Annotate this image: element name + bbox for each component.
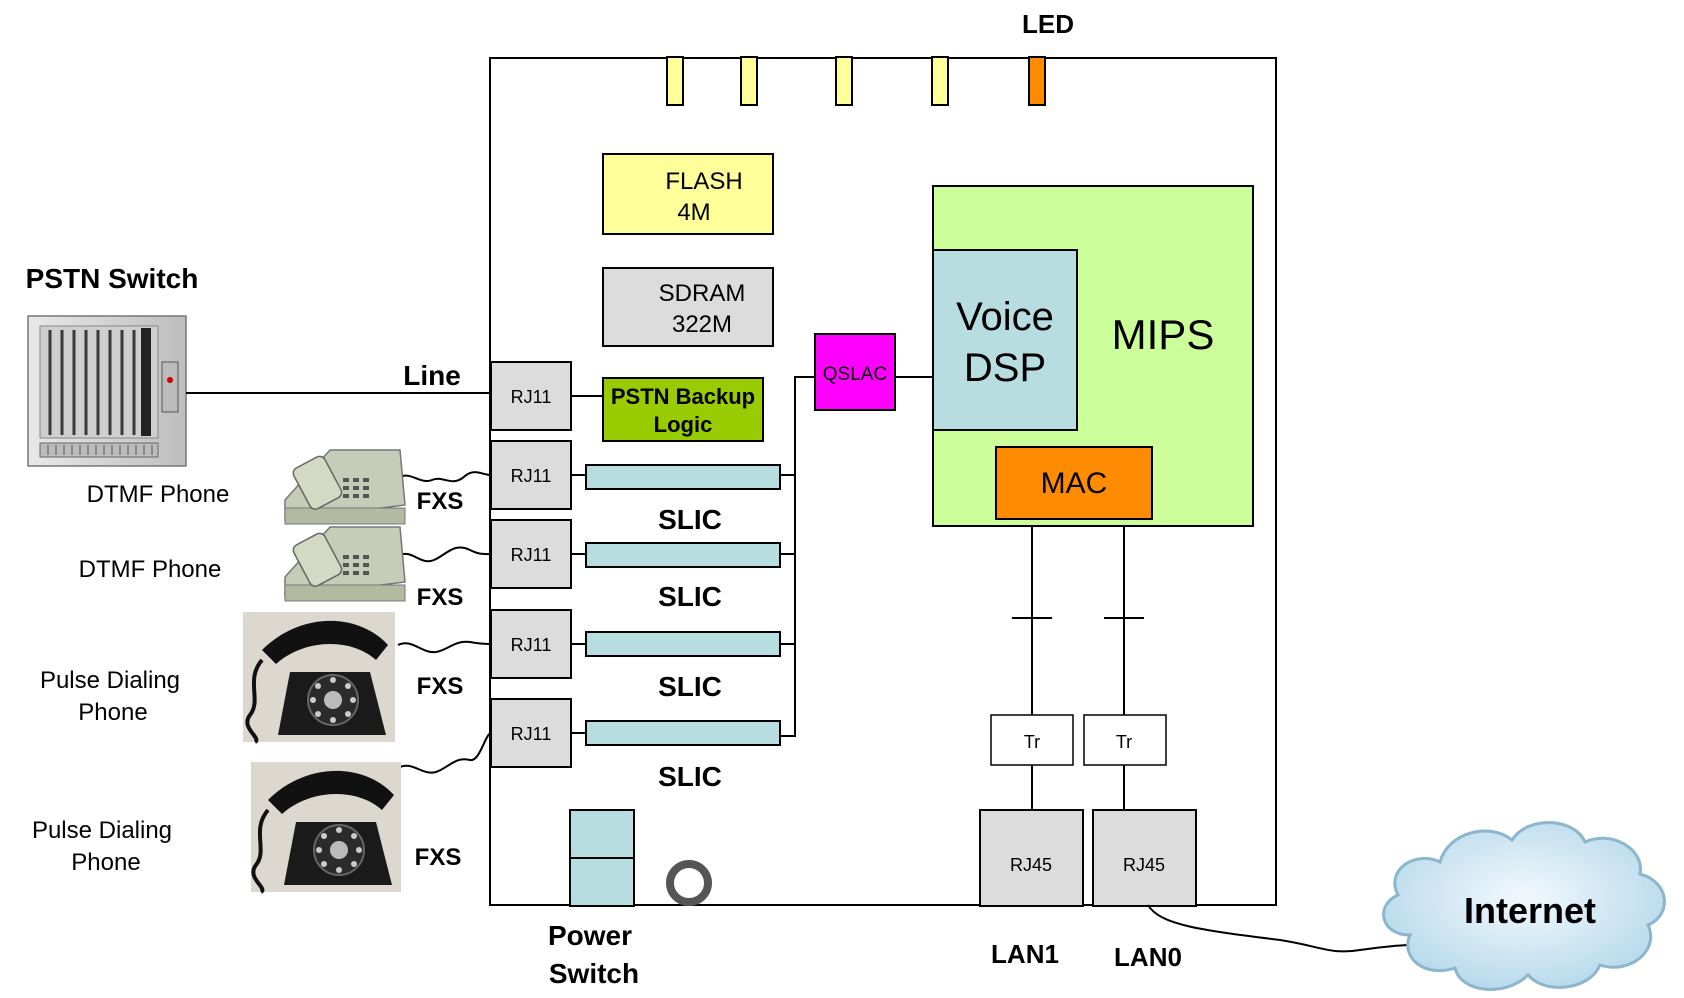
sdram-block bbox=[602, 267, 774, 347]
dtmf-phone-icon bbox=[284, 526, 406, 602]
fxs-label: FXS bbox=[417, 673, 464, 700]
slic-bar-3 bbox=[585, 631, 781, 657]
power-switch-label-1: Power bbox=[548, 920, 632, 951]
fxs-label: FXS bbox=[417, 584, 464, 611]
dtmf-phone-label: DTMF Phone bbox=[87, 481, 230, 508]
pulse-phone-label-2: Phone bbox=[71, 849, 140, 876]
slic-label: SLIC bbox=[658, 581, 722, 612]
led-3 bbox=[835, 56, 853, 106]
transformer-1 bbox=[990, 714, 1074, 766]
pstn-backup-logic-block bbox=[602, 377, 764, 442]
rj11-label: RJ11 bbox=[511, 545, 552, 565]
slic-bar-2 bbox=[585, 542, 781, 568]
line-label: Line bbox=[403, 360, 461, 391]
rj11-port-line bbox=[490, 361, 572, 431]
lan1-label: LAN1 bbox=[991, 939, 1059, 969]
tr-label: Tr bbox=[1024, 732, 1040, 752]
sdram-label-1: SDRAM bbox=[659, 280, 746, 307]
rj45-port-lan0 bbox=[1092, 809, 1197, 907]
slic-label: SLIC bbox=[658, 761, 722, 792]
internet-link bbox=[1147, 904, 1456, 953]
pstn-backup-label-2: Logic bbox=[654, 412, 713, 437]
led-2 bbox=[740, 56, 758, 106]
power-jack bbox=[666, 860, 712, 906]
dtmf-phone-icon bbox=[284, 449, 406, 525]
qslac-label: QSLAC bbox=[823, 364, 887, 385]
led-5 bbox=[1028, 56, 1046, 106]
led-1 bbox=[666, 56, 684, 106]
rj11-port-3 bbox=[490, 609, 572, 679]
rj11-label: RJ11 bbox=[511, 387, 552, 407]
internet-label: Internet bbox=[1464, 890, 1596, 931]
flash-label-1: FLASH bbox=[665, 168, 742, 195]
rotary-phone-icon bbox=[251, 762, 401, 894]
rj11-label: RJ11 bbox=[511, 724, 552, 744]
led-label: LED bbox=[1022, 9, 1074, 39]
rj11-port-1 bbox=[490, 440, 572, 510]
rj45-label: RJ45 bbox=[1010, 855, 1052, 875]
flash-block bbox=[602, 153, 774, 235]
rj45-label: RJ45 bbox=[1123, 855, 1165, 875]
pstn-switch-label: PSTN Switch bbox=[26, 263, 199, 294]
rotary-phone-icon bbox=[243, 612, 395, 744]
slic-bar-4 bbox=[585, 720, 781, 746]
mac-label: MAC bbox=[1041, 467, 1108, 500]
internet-cloud-icon bbox=[1382, 821, 1666, 991]
pstn-switch-rack-icon bbox=[27, 315, 187, 467]
fxs-label: FXS bbox=[417, 488, 464, 515]
transformer-2 bbox=[1083, 714, 1167, 766]
power-switch-top bbox=[569, 809, 635, 859]
rj11-label: RJ11 bbox=[511, 635, 552, 655]
voice-dsp-label-1: Voice bbox=[956, 295, 1054, 339]
pulse-phone-label-2: Phone bbox=[78, 699, 147, 726]
slic-bar-1 bbox=[585, 464, 781, 490]
power-switch-label-2: Switch bbox=[549, 958, 639, 989]
phone-cords bbox=[397, 471, 492, 774]
dtmf-phone-label: DTMF Phone bbox=[79, 556, 222, 583]
tr-label: Tr bbox=[1116, 732, 1132, 752]
pstn-backup-label-1: PSTN Backup bbox=[611, 384, 755, 409]
rj45-port-lan1 bbox=[979, 809, 1084, 907]
voice-dsp-block bbox=[932, 249, 1078, 431]
rj11-port-4 bbox=[490, 698, 572, 768]
lan0-label: LAN0 bbox=[1114, 942, 1182, 972]
sdram-label-2: 322M bbox=[672, 311, 732, 338]
internal-wiring bbox=[571, 376, 1144, 810]
voice-dsp-label-2: DSP bbox=[964, 346, 1046, 390]
rj11-label: RJ11 bbox=[511, 466, 552, 486]
mips-label: MIPS bbox=[1112, 311, 1215, 358]
pulse-phone-label-1: Pulse Dialing bbox=[32, 817, 172, 844]
led-4 bbox=[931, 56, 949, 106]
slic-label: SLIC bbox=[658, 671, 722, 702]
slic-label: SLIC bbox=[658, 504, 722, 535]
qslac-block bbox=[814, 333, 896, 411]
flash-label-2: 4M bbox=[677, 199, 710, 226]
fxs-label: FXS bbox=[415, 844, 462, 871]
pulse-phone-label-1: Pulse Dialing bbox=[40, 667, 180, 694]
power-switch-bottom bbox=[569, 857, 635, 907]
mac-block bbox=[995, 446, 1153, 520]
